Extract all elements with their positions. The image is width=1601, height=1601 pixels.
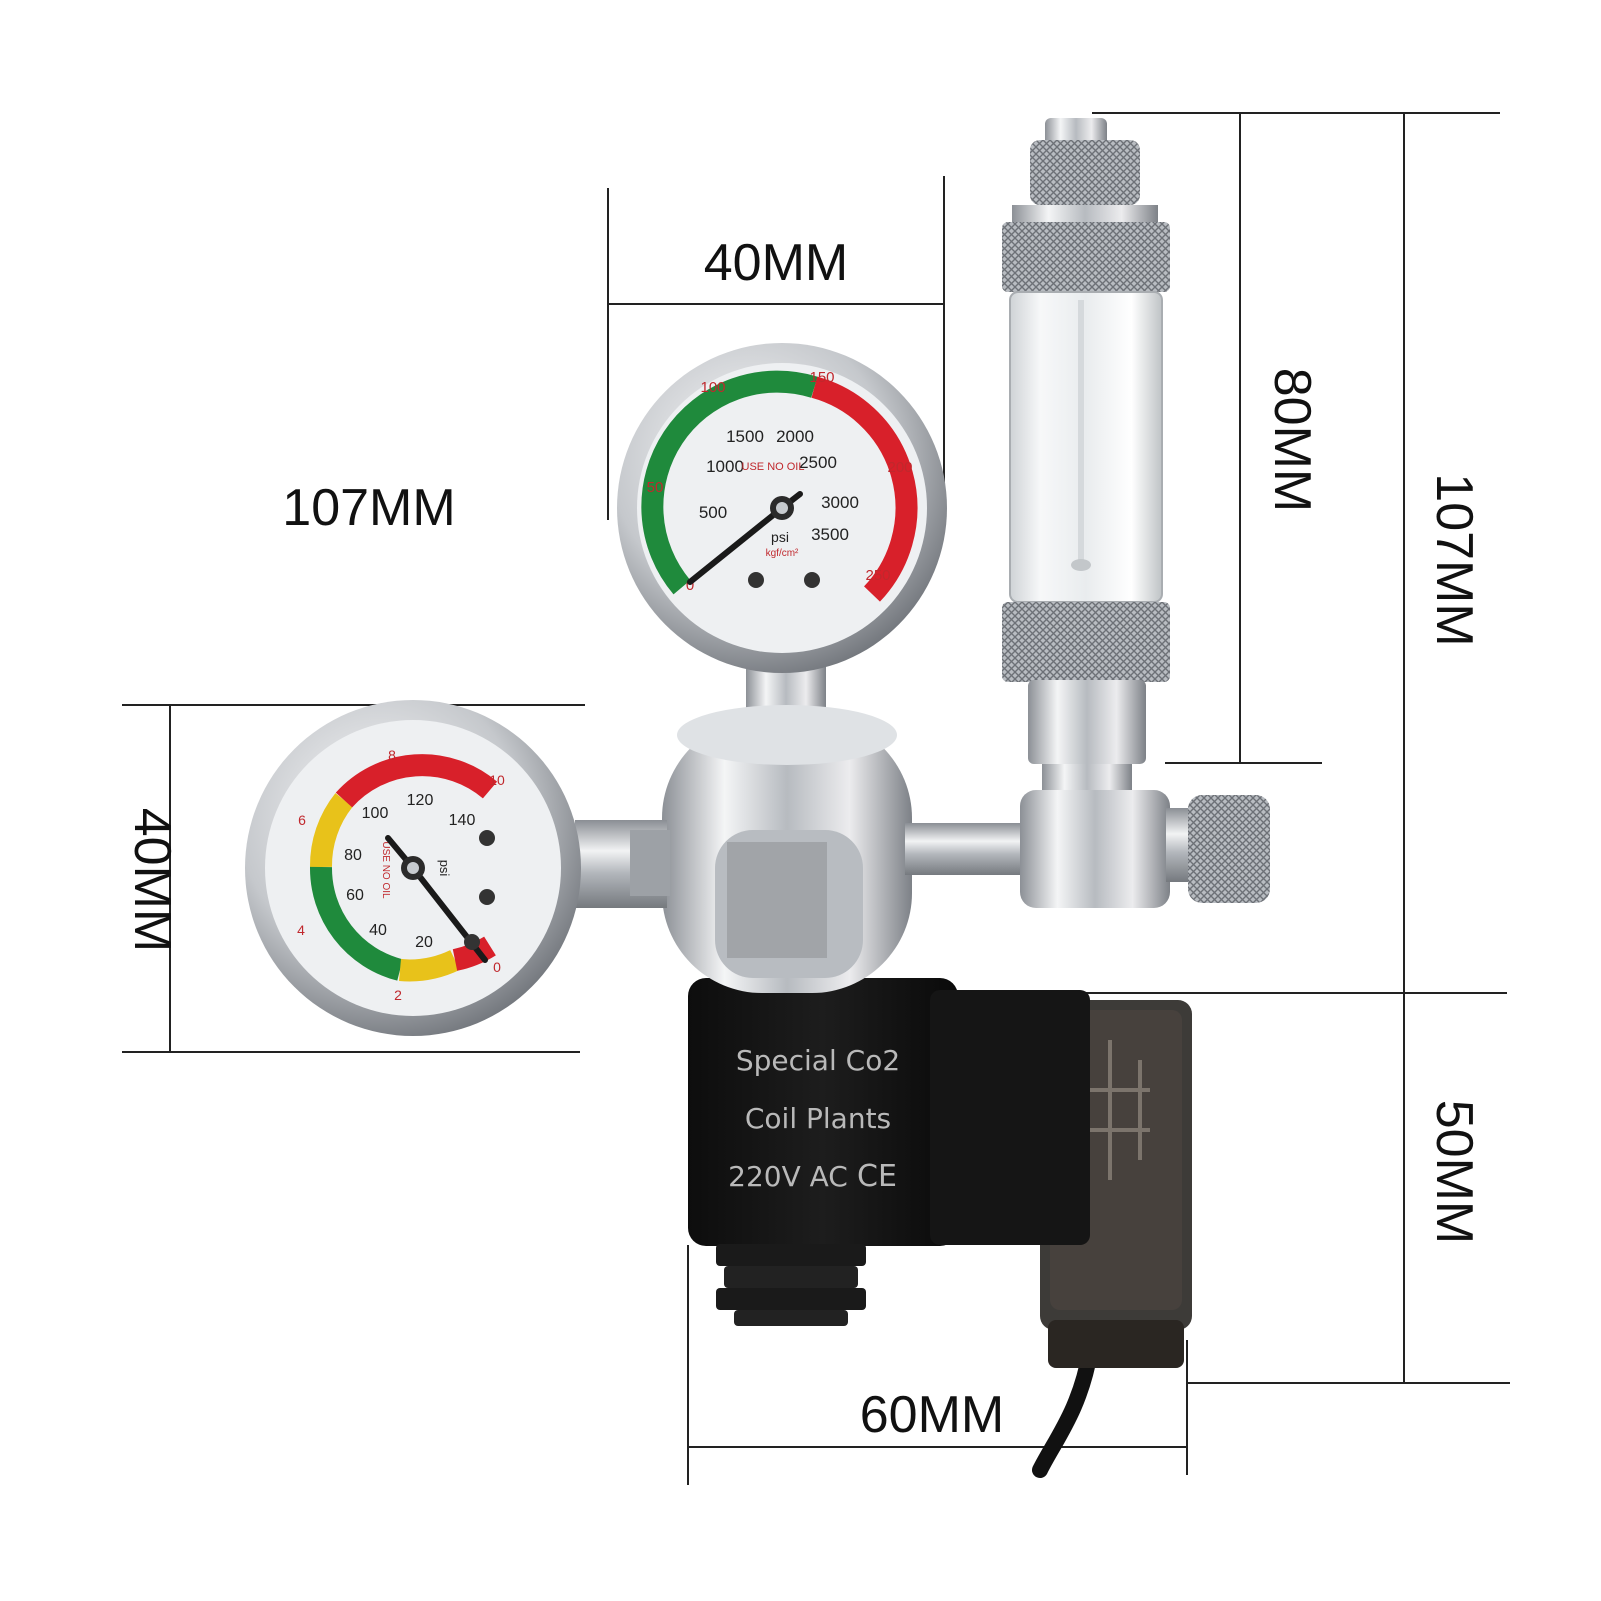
svg-text:2000: 2000 <box>776 427 814 446</box>
svg-text:8: 8 <box>388 747 396 763</box>
svg-text:10: 10 <box>489 772 505 788</box>
svg-text:20: 20 <box>415 934 433 951</box>
svg-text:140: 140 <box>449 812 476 829</box>
svg-text:120: 120 <box>407 792 434 809</box>
svg-text:2500: 2500 <box>799 453 837 472</box>
svg-text:1000: 1000 <box>706 457 744 476</box>
side-gauge-height-label: 40MM <box>123 808 181 952</box>
solenoid-width-label: 60MM <box>860 1386 1004 1444</box>
overall-width-label: 107MM <box>282 479 455 537</box>
svg-text:kgf/cm²: kgf/cm² <box>766 548 799 559</box>
bubble-counter <box>1002 118 1270 908</box>
svg-text:4: 4 <box>297 922 305 938</box>
solenoid-label-line2: Coil Plants <box>745 1102 891 1135</box>
power-cable <box>1032 1344 1098 1478</box>
svg-text:psi: psi <box>437 860 452 877</box>
low-gauge-warning: USE NO OIL <box>380 841 391 899</box>
svg-text:50: 50 <box>647 479 664 496</box>
svg-text:0: 0 <box>493 959 501 975</box>
solenoid-valve: Special Co2 Coil Plants 220V AC CE <box>688 978 1192 1368</box>
svg-text:2: 2 <box>394 987 402 1003</box>
solenoid-label-voltage: 220V AC <box>728 1160 848 1193</box>
svg-text:3000: 3000 <box>821 493 859 512</box>
svg-text:0: 0 <box>686 577 694 594</box>
svg-text:250: 250 <box>865 567 890 584</box>
svg-text:1500: 1500 <box>726 427 764 446</box>
high-gauge-warning: USE NO OIL <box>742 461 805 473</box>
svg-text:60: 60 <box>346 887 364 904</box>
top-gauge-width-label: 40MM <box>704 234 848 292</box>
solenoid-height-label: 50MM <box>1425 1100 1483 1244</box>
bubble-counter-height-label: 80MM <box>1263 368 1321 512</box>
svg-text:6: 6 <box>298 812 306 828</box>
svg-text:500: 500 <box>699 503 727 522</box>
svg-text:3500: 3500 <box>811 525 849 544</box>
svg-text:150: 150 <box>809 369 834 386</box>
low-pressure-gauge: 2 4 6 8 10 0 20 40 60 80 100 120 140 USE… <box>245 700 581 1036</box>
solenoid-label-line1: Special Co2 <box>736 1044 900 1077</box>
overall-height-label: 107MM <box>1425 473 1483 646</box>
svg-text:80: 80 <box>344 847 362 864</box>
svg-text:200: 200 <box>887 459 912 476</box>
svg-text:40: 40 <box>369 922 387 939</box>
regulator-body <box>575 665 1025 993</box>
svg-text:100: 100 <box>362 805 389 822</box>
high-pressure-gauge: 0 50 100 150 200 250 500 1000 1500 2000 … <box>617 343 947 673</box>
solenoid-ce-mark: CE <box>857 1159 897 1194</box>
svg-text:psi: psi <box>771 529 789 545</box>
svg-text:100: 100 <box>700 379 725 396</box>
